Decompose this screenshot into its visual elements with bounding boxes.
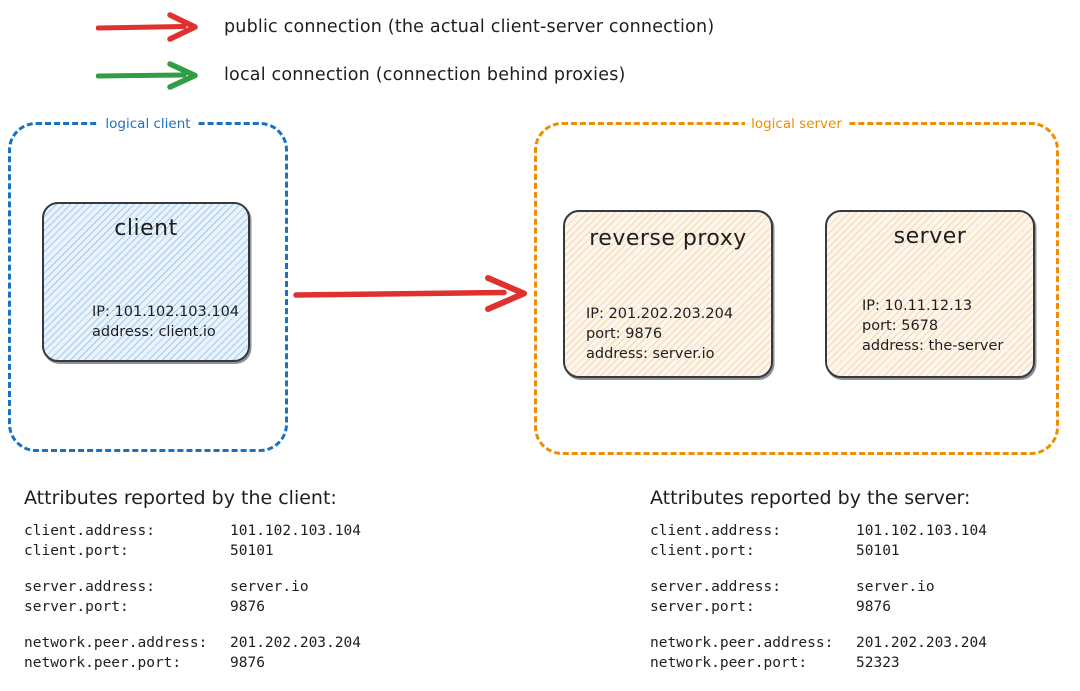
- logical-client-container: logical client: [8, 113, 288, 452]
- node-server-title: server: [893, 224, 967, 249]
- attribute-value: 201.202.203.204: [856, 635, 987, 651]
- node-client: client IP: 101.102.103.104 address: clie…: [42, 202, 250, 362]
- logical-server-container: logical server: [534, 113, 1059, 455]
- spacer: [579, 256, 757, 304]
- attribute-value: 50101: [856, 543, 900, 559]
- node-reverse-proxy-ip: IP: 201.202.203.204: [586, 306, 734, 322]
- attribute-key: network.peer.address:: [24, 635, 208, 651]
- attribute-key: server.port:: [650, 599, 755, 615]
- attribute-row: server.port: 9876: [24, 597, 361, 617]
- public-connection-arrow-icon: [293, 275, 527, 312]
- logical-server-caption: logical server: [745, 113, 848, 135]
- attribute-key: network.peer.address:: [650, 635, 834, 651]
- node-client-title: client: [114, 216, 178, 241]
- node-reverse-proxy-details: IP: 201.202.203.204 port: 9876 address: …: [579, 304, 757, 364]
- node-reverse-proxy-title: reverse proxy: [589, 226, 747, 251]
- attribute-row: server.address: server.io: [650, 577, 987, 597]
- spacer: [58, 244, 234, 302]
- legend-item-local-connection: local connection (connection behind prox…: [96, 60, 626, 90]
- legend-item-public-connection: public connection (the actual client-ser…: [96, 12, 714, 42]
- attribute-key: network.peer.port:: [650, 655, 808, 671]
- attribute-group: server.address: server.io server.port: 9…: [24, 577, 361, 617]
- attribute-row: network.peer.address: 201.202.203.204: [24, 633, 361, 653]
- attribute-key: client.address:: [24, 523, 155, 539]
- attribute-row: client.address: 101.102.103.104: [650, 521, 987, 541]
- node-reverse-proxy: reverse proxy IP: 201.202.203.204 port: …: [563, 210, 773, 378]
- attribute-value: 9876: [230, 599, 265, 615]
- attribute-group: network.peer.address: 201.202.203.204 ne…: [650, 633, 987, 673]
- attribute-value: 201.202.203.204: [230, 635, 361, 651]
- attributes-reported-by-client: Attributes reported by the client: clien…: [24, 487, 361, 689]
- attributes-reported-by-server: Attributes reported by the server: clien…: [650, 487, 987, 689]
- node-client-ip: IP: 101.102.103.104: [92, 304, 240, 320]
- attribute-value: 9876: [230, 655, 265, 671]
- attribute-row: client.port: 50101: [24, 541, 361, 561]
- attribute-key: server.port:: [24, 599, 129, 615]
- attribute-row: network.peer.address: 201.202.203.204: [650, 633, 987, 653]
- node-server-address: address: the-server: [862, 338, 1004, 354]
- attribute-key: client.address:: [650, 523, 781, 539]
- node-server-details: IP: 10.11.12.13 port: 5678 address: the-…: [841, 296, 1019, 364]
- attribute-row: client.port: 50101: [650, 541, 987, 561]
- logical-client-caption: logical client: [99, 113, 197, 135]
- node-server: server IP: 10.11.12.13 port: 5678 addres…: [825, 210, 1035, 378]
- node-server-port: port: 5678: [862, 318, 939, 334]
- attribute-value: 52323: [856, 655, 900, 671]
- attribute-value: server.io: [230, 579, 309, 595]
- attribute-key: client.port:: [24, 543, 129, 559]
- node-client-address: address: client.io: [92, 324, 216, 340]
- attributes-client-heading: Attributes reported by the client:: [24, 487, 337, 509]
- attribute-row: client.address: 101.102.103.104: [24, 521, 361, 541]
- node-reverse-proxy-address: address: server.io: [586, 346, 715, 362]
- attribute-group: network.peer.address: 201.202.203.204 ne…: [24, 633, 361, 673]
- node-client-details: IP: 101.102.103.104 address: client.io: [58, 302, 240, 348]
- spacer: [841, 252, 1019, 296]
- attribute-row: server.address: server.io: [24, 577, 361, 597]
- attribute-key: server.address:: [650, 579, 781, 595]
- attribute-value: 101.102.103.104: [856, 523, 987, 539]
- attribute-value: 101.102.103.104: [230, 523, 361, 539]
- attribute-group: client.address: 101.102.103.104 client.p…: [24, 521, 361, 561]
- attribute-key: server.address:: [24, 579, 155, 595]
- node-reverse-proxy-port: port: 9876: [586, 326, 663, 342]
- legend-label-public-connection: public connection (the actual client-ser…: [224, 17, 715, 37]
- attribute-value: 50101: [230, 543, 274, 559]
- attribute-key: client.port:: [650, 543, 755, 559]
- green-arrow-icon: [96, 61, 198, 90]
- attribute-row: network.peer.port: 52323: [650, 653, 987, 673]
- attribute-group: server.address: server.io server.port: 9…: [650, 577, 987, 617]
- legend-label-local-connection: local connection (connection behind prox…: [224, 65, 626, 85]
- attribute-group: client.address: 101.102.103.104 client.p…: [650, 521, 987, 561]
- red-arrow-icon: [96, 12, 198, 42]
- attribute-row: network.peer.port: 9876: [24, 653, 361, 673]
- attribute-value: server.io: [856, 579, 935, 595]
- node-server-ip: IP: 10.11.12.13: [862, 298, 973, 314]
- attribute-row: server.port: 9876: [650, 597, 987, 617]
- attribute-key: network.peer.port:: [24, 655, 182, 671]
- attribute-value: 9876: [856, 599, 891, 615]
- attributes-server-heading: Attributes reported by the server:: [650, 487, 971, 509]
